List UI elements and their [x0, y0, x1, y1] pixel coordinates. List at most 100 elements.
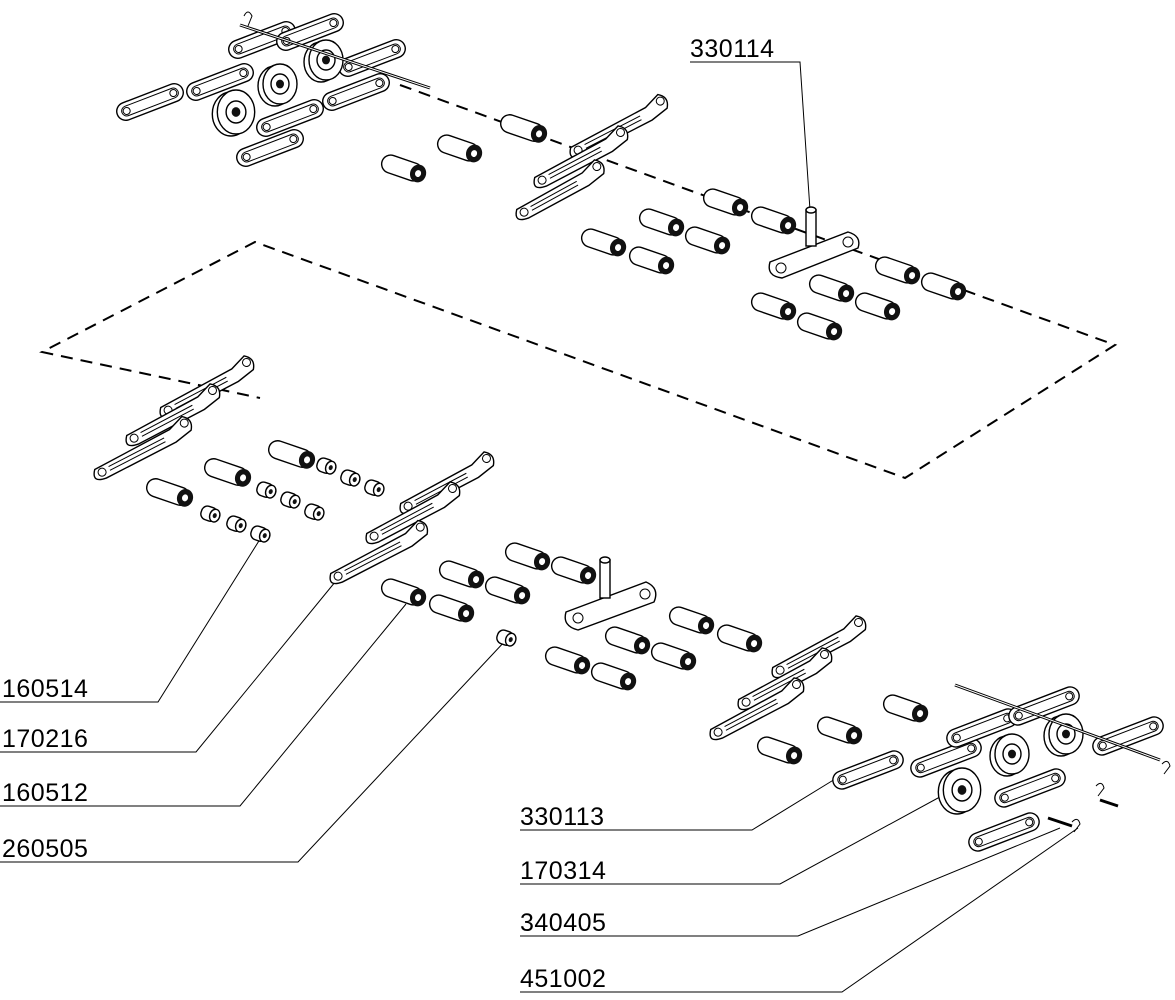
- bushing: [280, 491, 301, 509]
- roller-pin: [628, 246, 675, 275]
- straight-link: [186, 62, 254, 102]
- bushing: [200, 505, 221, 523]
- straight-link: [236, 128, 304, 168]
- roller-pin: [590, 662, 637, 691]
- leader-170314: [520, 785, 961, 885]
- roller-wheel: [303, 39, 344, 83]
- roller-pin: [650, 642, 697, 671]
- bushing: [340, 469, 361, 487]
- bushing: [256, 481, 277, 499]
- roller-pin: [428, 594, 475, 623]
- roller-pin: [504, 542, 551, 571]
- offset-link: [399, 451, 495, 515]
- leader-330113: [520, 775, 841, 831]
- roller-pin: [580, 228, 627, 257]
- roller-pin: [882, 694, 929, 723]
- callout-330114: 330114: [690, 35, 775, 63]
- roller-pins-group: [146, 114, 967, 765]
- bushing: [364, 479, 385, 497]
- small-bushings-group: [200, 457, 517, 647]
- offset-link: [93, 415, 193, 481]
- roller-pin: [756, 736, 803, 765]
- roller-pin: [380, 154, 427, 183]
- bushing: [250, 525, 271, 543]
- callout-340405: 340405: [520, 909, 607, 937]
- roller-wheel: [1043, 713, 1084, 757]
- roller-pin: [638, 208, 685, 237]
- t-pin-upper: [768, 206, 860, 279]
- roller-pin: [716, 624, 763, 653]
- straight-links-group: [116, 12, 1164, 852]
- offset-link: [329, 519, 429, 585]
- callout-160514: 160514: [2, 675, 89, 703]
- roller-pin: [484, 576, 531, 605]
- offset-links-group: [93, 93, 867, 741]
- callout-260505: 260505: [2, 835, 89, 863]
- callout-160512: 160512: [2, 779, 89, 807]
- roller-pin: [500, 114, 548, 143]
- bushing: [496, 629, 517, 647]
- roller-pin: [268, 440, 316, 469]
- roller-pin: [750, 292, 797, 321]
- offset-link: [737, 647, 833, 711]
- clip-mid: [1095, 782, 1105, 797]
- offset-link: [365, 481, 461, 545]
- leader-160512: [0, 603, 407, 807]
- clip-top: [243, 11, 253, 27]
- offset-link: [515, 159, 605, 221]
- bushing: [304, 503, 325, 521]
- roller-pin: [380, 578, 427, 607]
- leader-170216: [0, 575, 341, 753]
- straight-link: [322, 72, 390, 112]
- leader-451002: [520, 827, 1079, 993]
- offset-link: [771, 615, 867, 679]
- straight-link: [946, 708, 1018, 748]
- roller-pin: [550, 556, 597, 585]
- leader-160514: [0, 535, 263, 703]
- roller-pin: [796, 312, 843, 341]
- roller-pin: [920, 272, 967, 301]
- straight-link: [910, 738, 982, 778]
- straight-link: [228, 20, 296, 60]
- roller-pin: [750, 206, 797, 235]
- bushing: [226, 515, 247, 533]
- straight-link: [1092, 716, 1164, 756]
- roller-pin: [604, 626, 651, 655]
- leader-260505: [0, 639, 507, 863]
- leader-330114: [690, 61, 811, 211]
- roller-pin: [146, 478, 194, 507]
- rollers-group: [211, 39, 1084, 815]
- roller-wheel: [937, 767, 982, 815]
- bushing: [316, 457, 337, 475]
- roller-pin: [702, 188, 749, 217]
- lock-clips: [243, 11, 1171, 833]
- straight-link: [968, 812, 1040, 852]
- roller-wheel: [989, 733, 1030, 777]
- roller-pin: [874, 256, 921, 285]
- roller-wheel: [211, 89, 256, 137]
- leader-lines: [0, 61, 1079, 993]
- offset-link: [533, 125, 629, 189]
- straight-link: [338, 38, 406, 78]
- offset-link: [159, 355, 255, 419]
- callout-170314: 170314: [520, 857, 607, 885]
- roller-pin: [816, 716, 863, 745]
- callout-330113: 330113: [520, 803, 605, 831]
- roller-pin: [438, 560, 485, 589]
- roller-pin: [544, 646, 591, 675]
- roller-wheel: [257, 63, 298, 107]
- clip-right: [1161, 760, 1171, 775]
- callout-451002: 451002: [520, 965, 607, 993]
- t-pin-lower: [564, 556, 657, 631]
- roller-pin: [854, 292, 901, 321]
- straight-link: [116, 82, 184, 122]
- offset-link: [125, 383, 221, 447]
- straight-link: [256, 98, 324, 138]
- roller-pin: [668, 606, 715, 635]
- leader-340405: [520, 827, 1061, 937]
- roller-pin: [684, 226, 731, 255]
- callout-170216: 170216: [2, 725, 89, 753]
- clip-low: [1071, 818, 1081, 833]
